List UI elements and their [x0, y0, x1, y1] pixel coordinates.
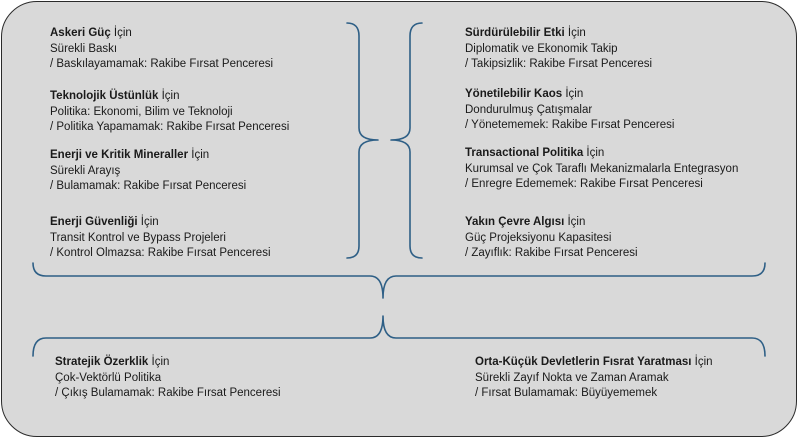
block-line-1: Çok-Vektörlü Politika	[55, 371, 162, 384]
block-line-1: Transit Kontrol ve Bypass Projeleri	[50, 231, 226, 244]
block-title: Orta-Küçük Devletlerin Fısrat Yaratması …	[475, 356, 713, 368]
block-line-2: / Bulamamak: Rakibe Fırsat Penceresi	[50, 180, 247, 192]
block-yonetilebilir-kaos: Yönetilebilir Kaos İçin Dondurulmuş Çatı…	[465, 87, 674, 134]
block-surdurulebilir-etki: Sürdürülebilir Etki İçin Diplomatik ve E…	[465, 26, 652, 73]
block-title: Stratejik Özerklik İçin	[55, 356, 170, 368]
block-title: Teknolojik Üstünlük İçin	[50, 90, 180, 102]
block-askeri-guc: Askeri Güç İçin Sürekli Baskı / Baskılay…	[50, 26, 273, 73]
block-title: Enerji Güvenliği İçin	[50, 216, 159, 228]
block-yakin-cevre-algisi: Yakın Çevre Algısı İçin Güç Projeksiyonu…	[465, 215, 638, 262]
block-line-2: / Baskılayamamak: Rakibe Fırsat Penceres…	[50, 58, 274, 70]
block-line-1: Sürekli Baskı	[50, 42, 118, 55]
block-line-2: / Fırsat Bulamamak: Büyüyememek	[475, 387, 658, 399]
block-stratejik-ozerklik: Stratejik Özerklik İçin Çok-Vektörlü Pol…	[55, 355, 281, 402]
block-line-1: Dondurulmuş Çatışmalar	[465, 103, 593, 116]
block-line-2: / Enregre Edememek: Rakibe Fırsat Pencer…	[465, 178, 703, 190]
block-line-2: / Politika Yapamamak: Rakibe Fırsat Penc…	[50, 121, 290, 133]
block-line-1: Güç Projeksiyonu Kapasitesi	[465, 231, 612, 244]
block-line-1: Sürekli Zayıf Nokta ve Zaman Aramak	[475, 371, 669, 384]
block-transactional-politika: Transactional Politika İçin Kurumsal ve …	[465, 146, 738, 193]
block-line-2: / Zayıflık: Rakibe Fırsat Penceresi	[465, 247, 638, 259]
block-title: Enerji ve Kritik Mineraller İçin	[50, 149, 210, 161]
block-line-2: / Kontrol Olmazsa: Rakibe Fırsat Pencere…	[50, 247, 271, 259]
block-line-1: Diplomatik ve Ekonomik Takip	[465, 42, 618, 55]
block-enerji-kritik-mineraller: Enerji ve Kritik Mineraller İçin Sürekli…	[50, 148, 246, 195]
block-line-2: / Çıkış Bulamamak: Rakibe Fırsat Pencere…	[55, 387, 281, 399]
block-line-1: Kurumsal ve Çok Taraflı Mekanizmalarla E…	[465, 162, 739, 175]
block-title: Yakın Çevre Algısı İçin	[465, 216, 586, 228]
block-line-1: Politika: Ekonomi, Bilim ve Teknoloji	[50, 105, 233, 118]
block-line-2: / Yönetememek: Rakibe Fırsat Penceresi	[465, 119, 675, 131]
block-title: Askeri Güç İçin	[50, 27, 132, 39]
block-title: Sürdürülebilir Etki İçin	[465, 27, 586, 39]
block-orta-kucuk-devletler: Orta-Küçük Devletlerin Fısrat Yaratması …	[475, 355, 713, 402]
block-enerji-guvenligi: Enerji Güvenliği İçin Transit Kontrol ve…	[50, 215, 271, 262]
block-line-2: / Takipsizlik: Rakibe Fırsat Penceresi	[465, 58, 653, 70]
block-title: Transactional Politika İçin	[465, 147, 605, 159]
block-line-1: Sürekli Arayış	[50, 164, 121, 177]
block-teknolojik-ustunluk: Teknolojik Üstünlük İçin Politika: Ekono…	[50, 89, 289, 136]
block-title: Yönetilebilir Kaos İçin	[465, 88, 584, 100]
